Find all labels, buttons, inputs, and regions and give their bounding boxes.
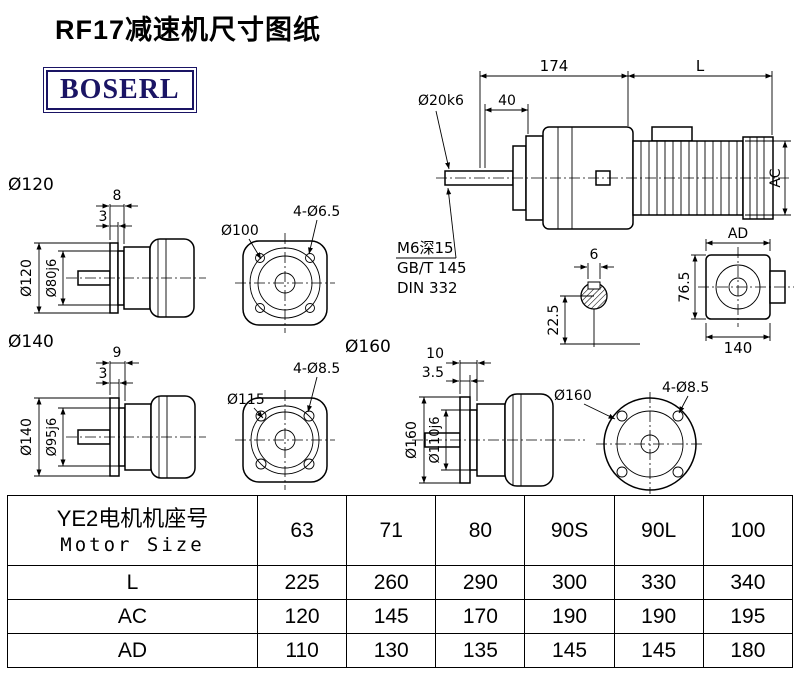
- spigot-dia-95-label: Ø95j6: [45, 418, 60, 457]
- shaft-dia-label: Ø20k6: [418, 93, 464, 109]
- table-cell: 190: [524, 599, 615, 634]
- size-header-cell: 71: [346, 495, 437, 566]
- main-assembly-view: 174 L 40 Ø20k6 AC M6深15 GB/T 145 DIN 332: [396, 57, 792, 297]
- table-cell: 170: [435, 599, 526, 634]
- view-120: Ø120 8 3 Ø120: [8, 175, 340, 333]
- table-cell: 330: [613, 565, 704, 600]
- header-en-label: Motor Size: [60, 533, 205, 556]
- table-cell: 195: [702, 599, 794, 634]
- table-row-l: L 225 260 290 300 330 340: [7, 565, 794, 600]
- page-title: RF17减速机尺寸图纸: [55, 15, 322, 45]
- dim-8-label: 8: [113, 188, 122, 204]
- dim-9-label: 9: [113, 345, 122, 361]
- bolt-circle-115-label: Ø115: [227, 392, 265, 408]
- holes-140-label: 4-Ø8.5: [293, 361, 340, 377]
- view-160-title: Ø160: [345, 337, 391, 357]
- table-cell: 340: [702, 565, 794, 600]
- motor-size-header-cell: YE2电机机座号 Motor Size: [7, 495, 258, 566]
- table-cell: 300: [524, 565, 615, 600]
- table-cell: 180: [702, 633, 794, 668]
- dim-ad-label: AD: [728, 226, 748, 242]
- table-cell: 135: [435, 633, 526, 668]
- header-cn-label: YE2电机机座号: [56, 506, 209, 532]
- table-cell: 145: [524, 633, 615, 668]
- view-120-title: Ø120: [8, 175, 54, 195]
- dim-140-label: 140: [724, 339, 753, 357]
- spigot-dia-110-label: Ø110j6: [428, 417, 443, 464]
- view-140-title: Ø140: [8, 332, 54, 352]
- table-cell: 190: [613, 599, 704, 634]
- dim-3b-label: 3: [99, 366, 108, 382]
- boserl-logo-text: BOSERL: [60, 74, 180, 105]
- view-160: Ø160 10 3.5 Ø160: [345, 337, 709, 494]
- flange-dia-160-label: Ø160: [404, 421, 420, 459]
- note-gbt-label: GB/T 145: [397, 259, 467, 277]
- table-cell: 260: [346, 565, 437, 600]
- table-cell: 290: [435, 565, 526, 600]
- size-header-cell: 100: [702, 495, 794, 566]
- flange-dia-140-label: Ø140: [19, 418, 35, 456]
- dim-3-5-label: 3.5: [422, 365, 444, 381]
- spigot-dia-80-label: Ø80j6: [45, 259, 60, 298]
- table-cell: 145: [613, 633, 704, 668]
- flange-dia-120-label: Ø120: [19, 259, 35, 297]
- size-header-cell: 90L: [613, 495, 704, 566]
- dim-10-label: 10: [426, 346, 444, 362]
- table-cell: 120: [256, 599, 348, 634]
- dim-174-label: 174: [540, 57, 569, 75]
- dim-l-label: L: [696, 57, 705, 75]
- table-row-ac: AC 120 145 170 190 190 195: [7, 599, 794, 634]
- size-header-cell: 80: [435, 495, 526, 566]
- table-row-ad: AD 110 130 135 145 145 180: [7, 633, 794, 668]
- table-cell: 225: [256, 565, 348, 600]
- view-140: Ø140 9 3 Ø140: [8, 332, 340, 490]
- row-label-l: L: [7, 565, 258, 600]
- output-flange-side-view: AD 76.5 140: [677, 226, 794, 357]
- size-header-cell: 63: [256, 495, 348, 566]
- dim-76-5-label: 76.5: [677, 271, 693, 302]
- shaft-section-view: 6 22.5: [546, 247, 640, 347]
- table-cell: 130: [346, 633, 437, 668]
- holes-160-label: 4-Ø8.5: [662, 380, 709, 396]
- dim-3-label: 3: [99, 209, 108, 225]
- key-width-label: 6: [590, 247, 599, 263]
- motor-size-table: YE2电机机座号 Motor Size 63 71 80 90S 90L 100…: [7, 495, 794, 668]
- bolt-circle-100-label: Ø100: [221, 223, 259, 239]
- outer-dia-160-label: Ø160: [554, 388, 592, 404]
- table-cell: 145: [346, 599, 437, 634]
- holes-120-label: 4-Ø6.5: [293, 204, 340, 220]
- row-label-ac: AC: [7, 599, 258, 634]
- note-m6-label: M6深15: [397, 239, 454, 257]
- table-cell: 110: [256, 633, 348, 668]
- technical-drawing: 174 L 40 Ø20k6 AC M6深15 GB/T 145 DIN 332: [8, 57, 794, 494]
- note-din-label: DIN 332: [397, 279, 458, 297]
- key-depth-label: 22.5: [546, 304, 562, 335]
- dim-ac-label: AC: [768, 168, 784, 187]
- row-label-ad: AD: [7, 633, 258, 668]
- dim-40-label: 40: [498, 93, 516, 109]
- boserl-logo: BOSERL: [43, 67, 197, 113]
- table-header-row: YE2电机机座号 Motor Size 63 71 80 90S 90L 100: [7, 495, 794, 566]
- size-header-cell: 90S: [524, 495, 615, 566]
